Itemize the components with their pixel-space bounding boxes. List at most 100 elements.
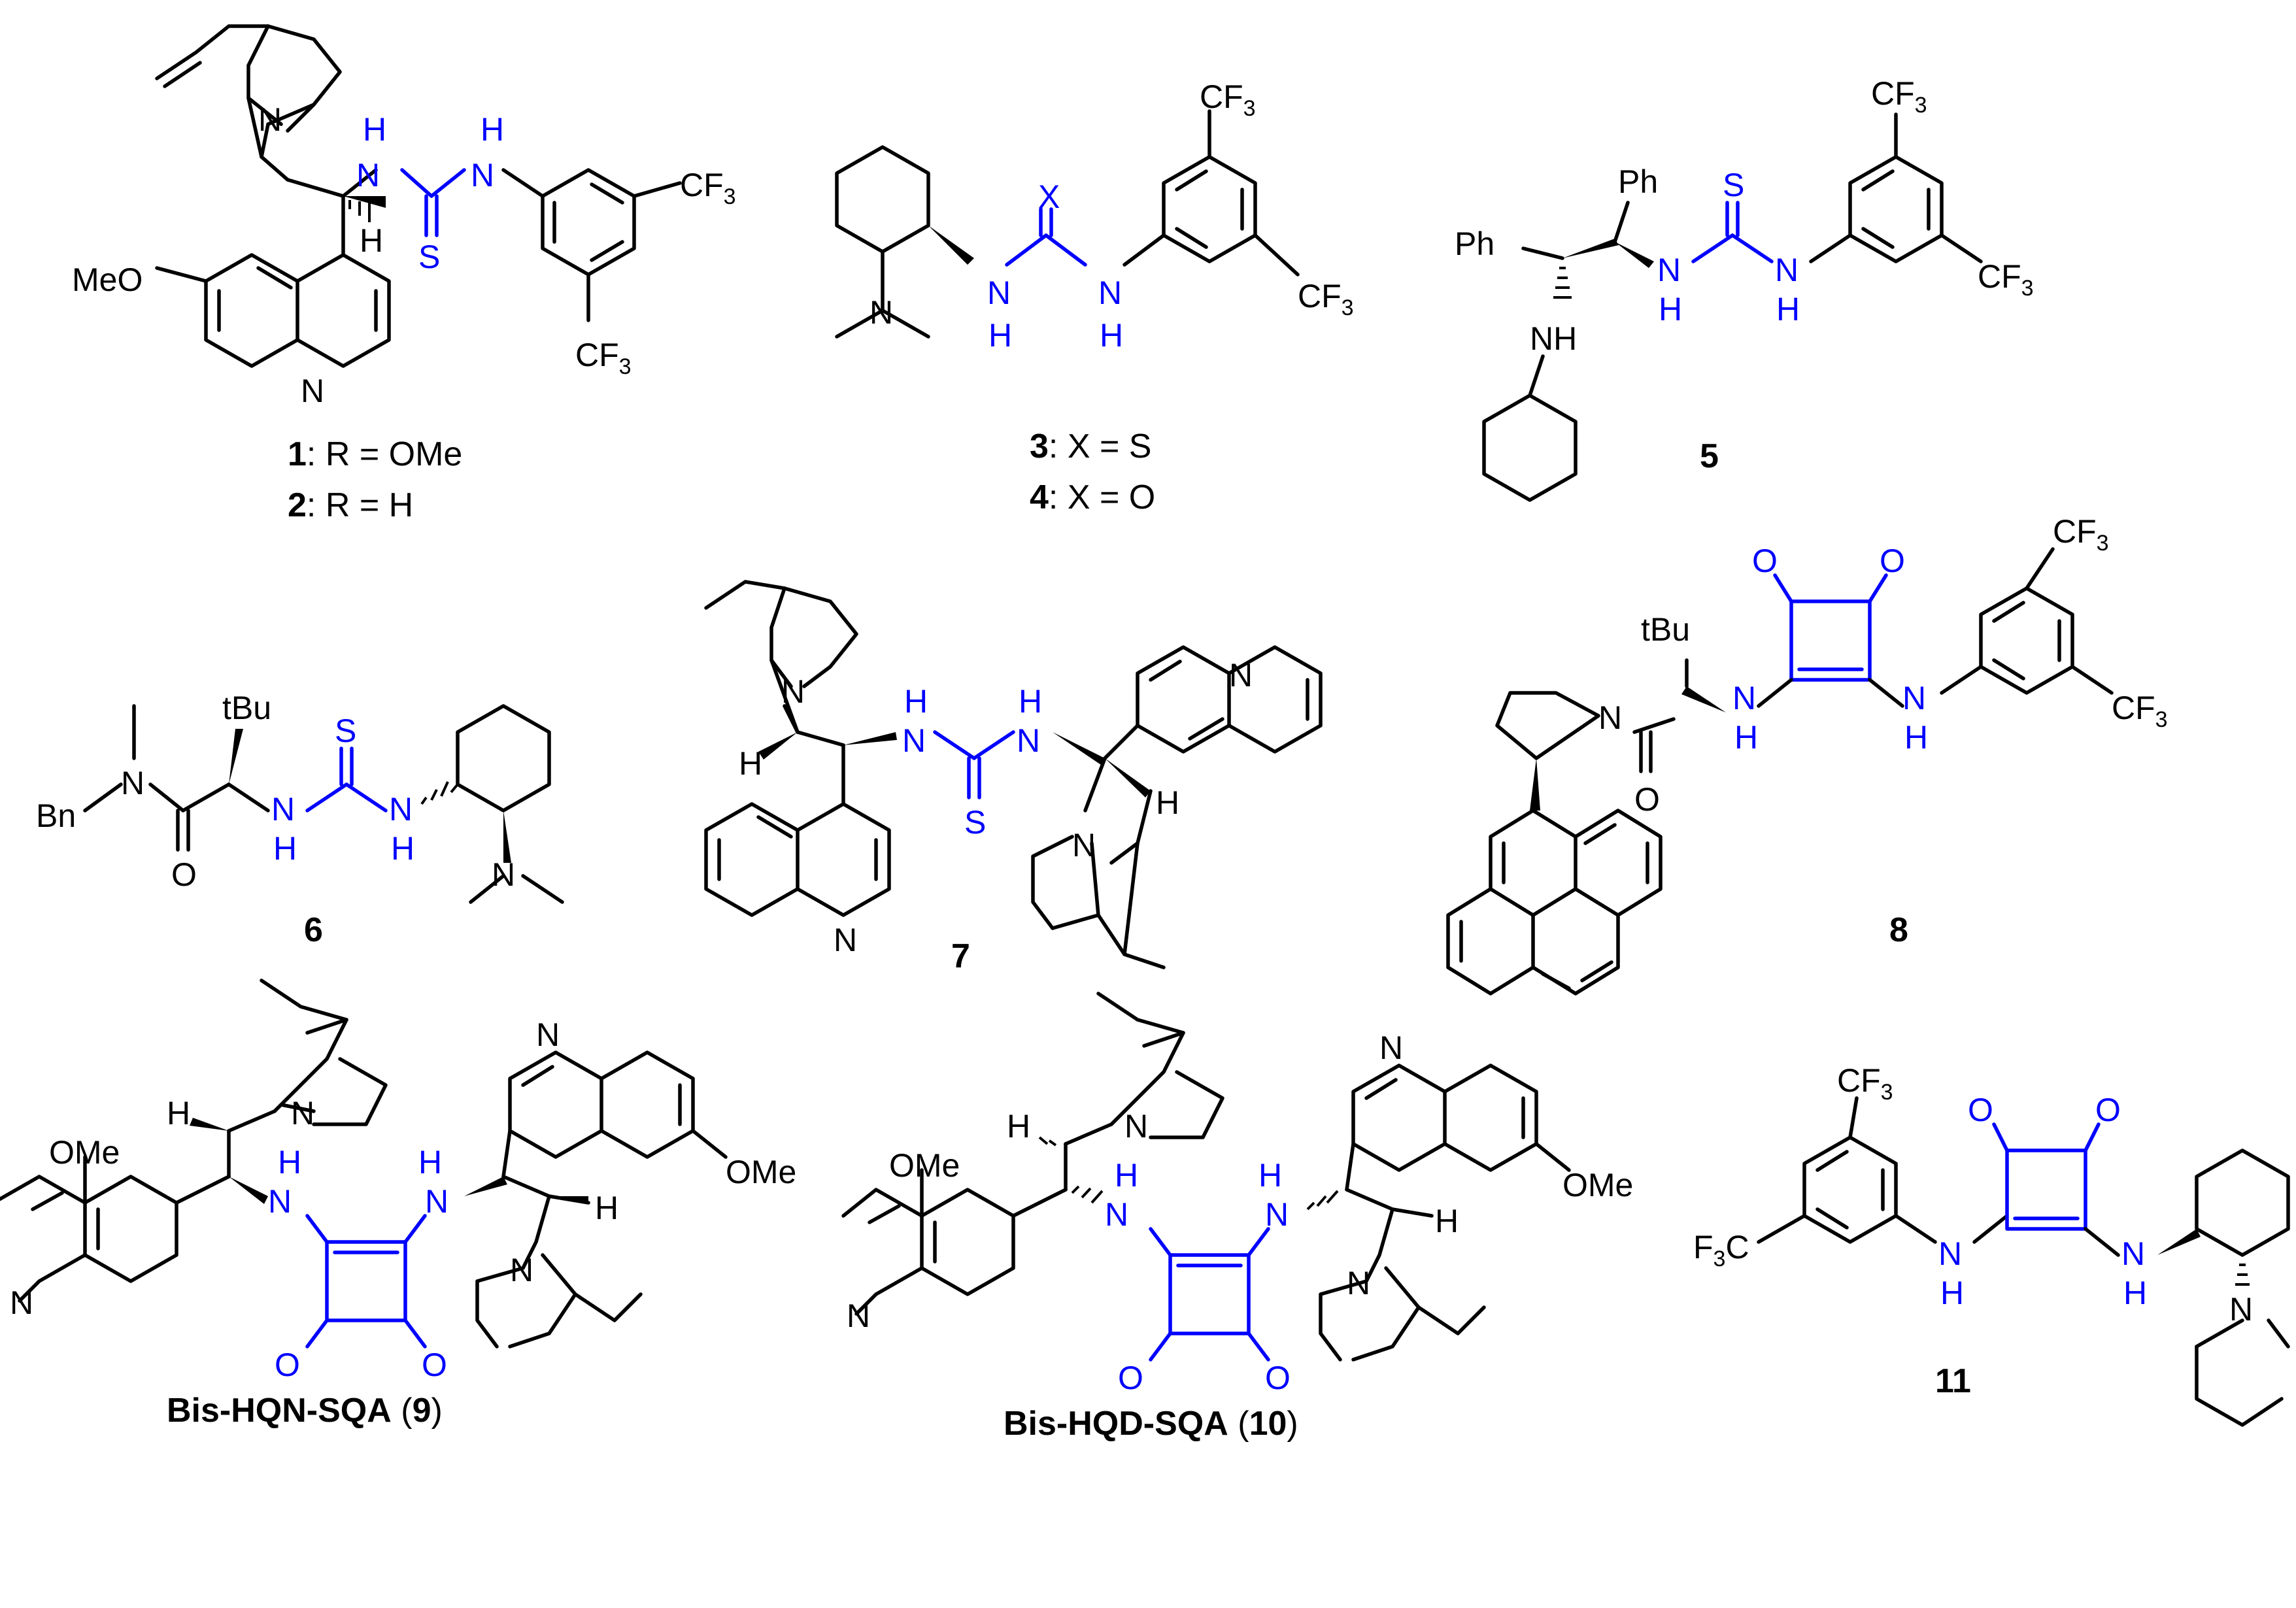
compound-8-structure: [1446, 547, 2114, 996]
methoxy-label: OMe: [1562, 1167, 1633, 1203]
atom-N: N: [258, 101, 282, 138]
atom-O: O: [1752, 543, 1778, 579]
compound-11-atoms: CF3 F3C N H O O N H N: [1693, 1062, 2253, 1328]
atom-H: H: [1659, 291, 1682, 327]
atom-H: H: [1435, 1203, 1459, 1239]
atom-N: N: [268, 1183, 292, 1220]
atom-N: N: [1017, 722, 1040, 759]
atom-N: N: [987, 275, 1011, 311]
compound-10-structure: [841, 992, 1571, 1362]
atom-N: N: [536, 1016, 560, 1053]
atom-H: H: [278, 1144, 301, 1181]
atom-N: N: [425, 1183, 448, 1220]
compound-5-atoms: Ph Ph NH N H S N H CF3 CF3: [1455, 75, 2034, 357]
cf3-label: CF3: [1200, 78, 1256, 121]
atom-H: H: [1940, 1275, 1964, 1311]
methoxy-label: OMe: [49, 1134, 120, 1171]
compound-10-atoms: OMe N H N N H N H O O N OMe H N: [847, 1030, 1633, 1396]
atom-O: O: [1968, 1092, 1993, 1128]
cf3-label: CF3: [2112, 690, 2168, 732]
atom-H: H: [1776, 291, 1800, 327]
atom-H: H: [988, 317, 1012, 354]
atom-H: H: [904, 683, 928, 720]
atom-H: H: [481, 111, 504, 148]
atom-O: O: [2095, 1092, 2121, 1128]
atom-O: O: [422, 1347, 447, 1383]
compound-3-4-atoms: N X N H N H CF3 CF3: [869, 78, 1354, 354]
atom-H: H: [167, 1095, 190, 1131]
atom-N: N: [1379, 1030, 1403, 1066]
atom-N: N: [1105, 1196, 1128, 1233]
compound-11-label: 11: [1935, 1362, 1971, 1400]
atom-N: N: [510, 1252, 533, 1288]
phenyl-label: Ph: [1455, 226, 1494, 262]
atom-N: N: [121, 765, 144, 801]
compound-1-label: 1: R = OMe: [288, 435, 462, 473]
atom-H: H: [1007, 1108, 1030, 1145]
compound-5-label: 5: [1700, 437, 1719, 475]
atom-NH: NH: [1530, 320, 1577, 357]
atom-S: S: [335, 712, 356, 749]
atom-N: N: [869, 294, 893, 331]
compound-7-label: 7: [951, 937, 970, 975]
atom-S: S: [1723, 167, 1744, 203]
atom-H: H: [1904, 719, 1928, 756]
atom-H: H: [1019, 683, 1042, 720]
atom-N: N: [2229, 1291, 2253, 1328]
atom-N: N: [834, 922, 857, 958]
methoxy-label: OMe: [726, 1154, 796, 1190]
atom-H: H: [2123, 1275, 2147, 1311]
atom-N: N: [847, 1298, 870, 1334]
atom-H: H: [360, 222, 383, 259]
cf3-label: CF3: [575, 337, 632, 379]
methoxy-label: OMe: [889, 1147, 960, 1184]
atom-H: H: [418, 1144, 442, 1181]
atom-H: H: [595, 1190, 618, 1226]
atom-N: N: [389, 791, 413, 828]
atom-S: S: [418, 239, 440, 275]
compound-9-atoms: OMe N H N N H N H O O N OMe H N: [10, 1016, 796, 1383]
atom-O: O: [1634, 781, 1660, 818]
atom-S: S: [964, 804, 986, 841]
cf3-label: CF3: [1298, 278, 1354, 320]
compound-11-structure: [1757, 1096, 2290, 1427]
atom-N: N: [1229, 657, 1253, 694]
compound-5-structure: [1482, 112, 1983, 502]
phenyl-label: Ph: [1618, 163, 1658, 200]
compound-9-structure: [0, 979, 728, 1348]
compound-9-label: Bis-HQN-SQA (9): [167, 1392, 443, 1430]
compound-2-label: 2: R = H: [288, 486, 413, 524]
atom-N: N: [1775, 252, 1798, 288]
atom-H: H: [1258, 1157, 1282, 1194]
cf3-label: CF3: [1837, 1062, 1893, 1105]
compound-8-atoms: O O N H N H tBu N O CF3 CF3: [1598, 513, 2168, 818]
cf3-label: CF3: [1978, 258, 2034, 301]
compound-1-2-structure: [155, 24, 682, 368]
atom-N: N: [10, 1284, 33, 1321]
atom-N: N: [271, 791, 295, 828]
atom-H: H: [391, 830, 414, 867]
atom-N: N: [471, 157, 494, 193]
atom-N: N: [1347, 1265, 1370, 1301]
atom-N: N: [301, 373, 324, 409]
cf3-label: CF3: [1871, 75, 1927, 118]
compound-10-label: Bis-HQD-SQA (10): [1004, 1405, 1298, 1443]
atom-N: N: [902, 722, 926, 759]
atom-N: N: [492, 856, 515, 893]
tbutyl-label: tBu: [222, 690, 271, 726]
atom-H: H: [1100, 317, 1123, 354]
atom-O: O: [1118, 1360, 1143, 1396]
atom-H: H: [1115, 1157, 1138, 1194]
atom-N: N: [1598, 699, 1622, 736]
atom-H: H: [363, 111, 386, 148]
atom-N: N: [2121, 1235, 2145, 1272]
compound-3-label: 3: X = S: [1030, 427, 1151, 465]
atom-N: N: [1902, 680, 1926, 716]
compound-3-4-structure: [835, 109, 1300, 339]
atom-N: N: [781, 673, 805, 710]
atom-O: O: [171, 856, 197, 893]
atom-O: O: [275, 1347, 300, 1383]
atom-N: N: [1938, 1235, 1962, 1272]
